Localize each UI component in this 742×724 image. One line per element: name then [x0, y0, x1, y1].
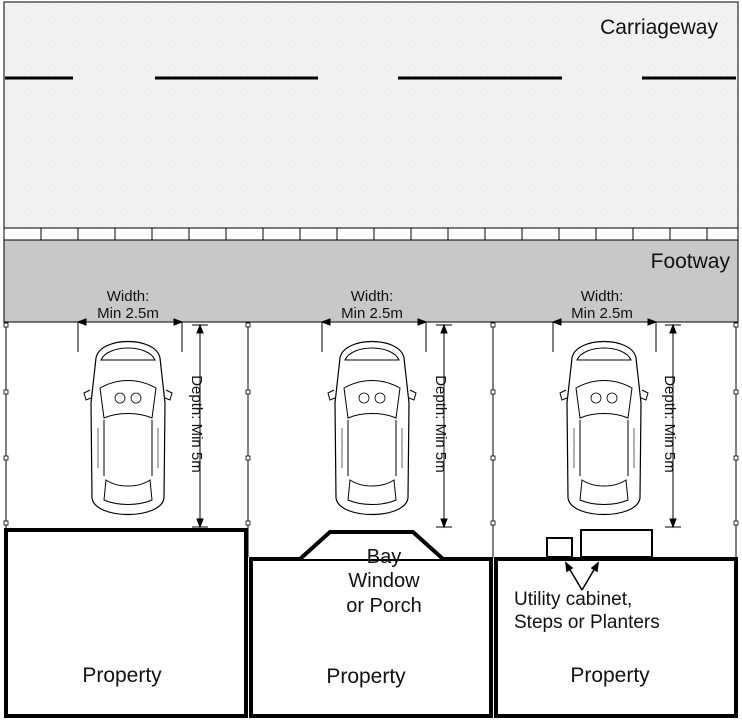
bay-dividers [5, 322, 737, 557]
bay-1-width-dimension [76, 318, 184, 352]
property-1-label: Property [82, 664, 162, 687]
parking-bay-3: Width: Min 2.5m Depth: Min 5m [551, 288, 681, 529]
parking-bay-2: Width: Min 2.5m Depth: Min 5m [320, 288, 452, 529]
bay-3-width-dimension [551, 318, 658, 352]
bay-3-depth-dimension [665, 323, 681, 529]
utility-pointer-arrows [565, 561, 599, 591]
car-icon [327, 340, 417, 516]
bay-window-note-line2: Window [348, 570, 420, 592]
steps-planter-box [580, 529, 653, 558]
property-2-label: Property [326, 665, 406, 688]
bay-3-width-label-line1: Width: [581, 288, 624, 305]
property-3: Utility cabinet, Steps or Planters Prope… [494, 529, 738, 718]
bay-2-depth-label: Depth: Min 5m [432, 375, 449, 473]
kerb [3, 227, 739, 241]
car-icon [559, 340, 649, 516]
footway-area [3, 239, 739, 323]
bay-2-width-label-line1: Width: [351, 288, 394, 305]
property-2: Bay Window or Porch Property [249, 530, 493, 718]
utility-cabinet-box [546, 537, 573, 558]
bay-window-note-line3: or Porch [346, 595, 422, 617]
utility-note-line1: Utility cabinet, [514, 589, 632, 610]
bay-window-outline [251, 530, 491, 561]
bay-3-depth-label: Depth: Min 5m [661, 375, 678, 473]
bay-1-width-label-line1: Width: [107, 288, 150, 305]
bay-markers [3, 322, 739, 526]
parking-bay-1: Width: Min 2.5m Depth: Min 5m [76, 288, 208, 529]
property-1: Property [4, 528, 248, 718]
car-icon [83, 340, 173, 516]
bay-window-note-line1: Bay [367, 546, 401, 568]
bay-2-width-label-line2: Min 2.5m [341, 305, 403, 322]
bay-2-width-dimension [320, 318, 428, 352]
bay-1-depth-dimension [192, 323, 208, 529]
bay-1-depth-label: Depth: Min 5m [188, 375, 205, 473]
footway-label: Footway [651, 250, 731, 273]
utility-note-line2: Steps or Planters [514, 612, 660, 633]
bay-3-width-label-line2: Min 2.5m [571, 305, 633, 322]
carriageway-area [3, 1, 739, 229]
bay-2-depth-dimension [436, 323, 452, 529]
property-3-label: Property [570, 664, 650, 687]
carriageway-label: Carriageway [600, 16, 718, 39]
bay-1-width-label-line2: Min 2.5m [97, 305, 159, 322]
